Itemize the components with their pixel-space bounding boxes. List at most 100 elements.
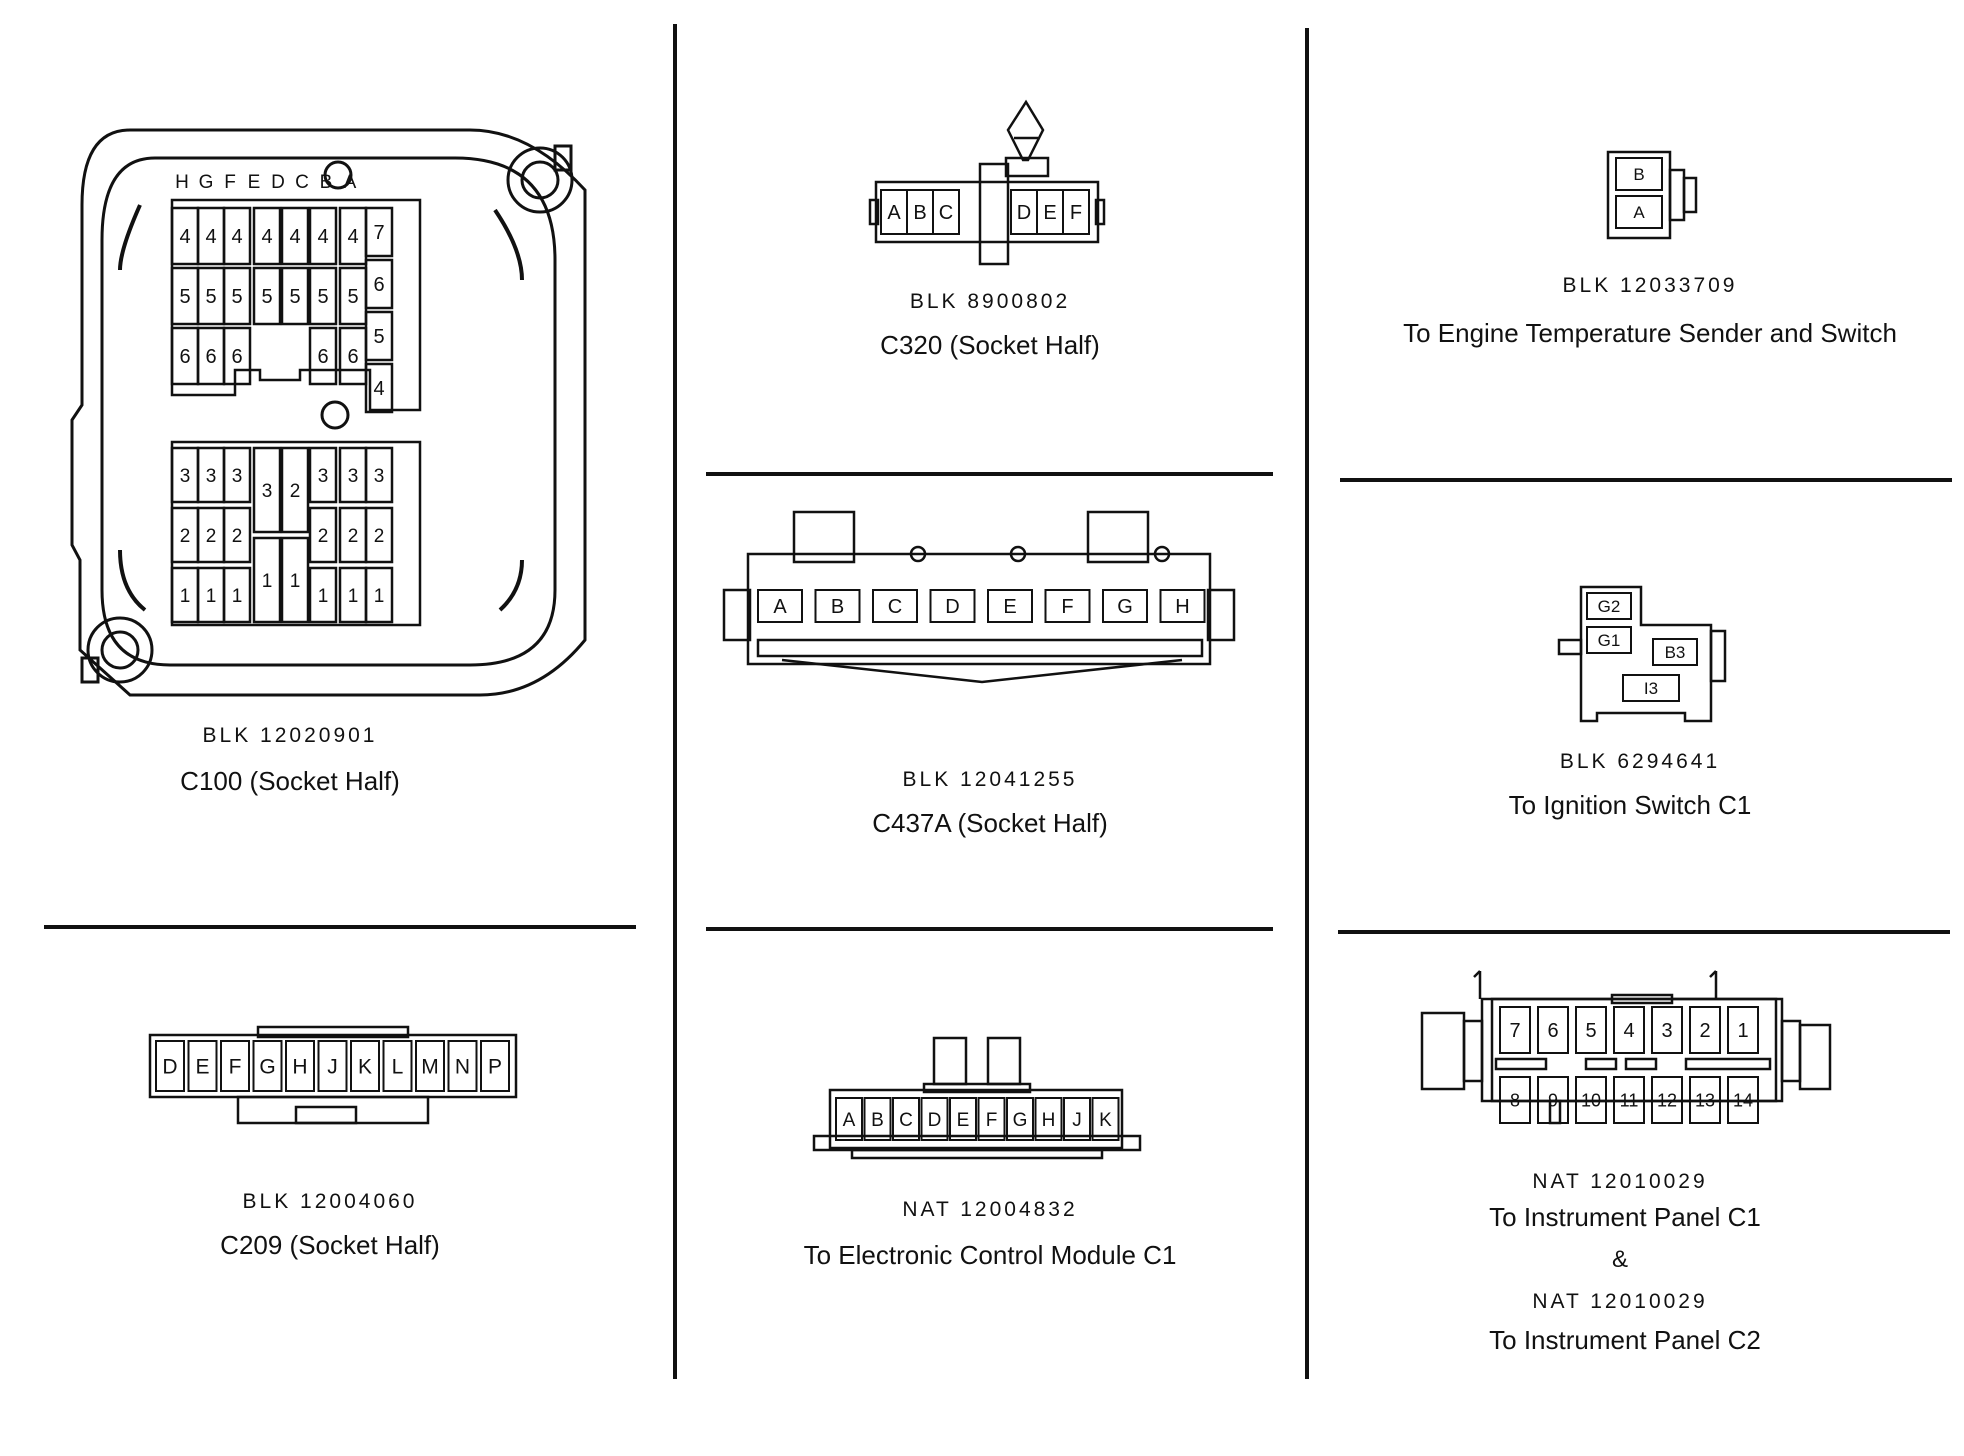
ign-pin-b3-label: B3 — [1665, 643, 1686, 662]
ecm-pin-j-label: J — [1072, 1110, 1082, 1131]
ipc-pin-14-cavity — [1727, 1076, 1759, 1124]
ecm-pin-e-cavity — [949, 1097, 977, 1141]
c100-bot-col3-2-label: 2 — [232, 526, 243, 547]
ecm-pin-e-label: E — [957, 1110, 970, 1131]
c100-bot-col7-1-label: 3 — [348, 466, 359, 487]
c320-pin-c-label: C — [939, 202, 953, 224]
c209-pin-n-cavity — [447, 1040, 478, 1092]
c209-pin-e-label: E — [195, 1056, 209, 1079]
c100-edge-letter-e: E — [248, 172, 261, 193]
c100-top-col8-4-label: 4 — [373, 378, 384, 400]
c100-bot-col1-1-label: 3 — [180, 466, 191, 487]
c100-edge-letter-f: F — [224, 172, 236, 193]
c100-top-col6-1-cavity — [308, 206, 338, 266]
c100-bot-col5-1-label: 2 — [290, 481, 301, 502]
ign-title: To Ignition Switch C1 — [1508, 790, 1752, 820]
c100-top-col5-2-label: 5 — [289, 286, 300, 308]
ign-pin-i3-cavity — [1622, 674, 1680, 702]
c100-bot-col4-1-cavity — [252, 446, 282, 534]
ecm-part-number: NAT 12004832 — [902, 1198, 1078, 1221]
c437a-pin-c-label: C — [888, 596, 902, 618]
c209-part-number: BLK 12004060 — [242, 1190, 418, 1213]
c437a-pin-b-cavity — [814, 589, 861, 623]
ipc-pin-11-cavity — [1613, 1076, 1645, 1124]
c209-pin-l-cavity — [382, 1040, 413, 1092]
ipc-pin-10-cavity — [1575, 1076, 1607, 1124]
c100-bot-col6-3-cavity — [308, 566, 338, 624]
ecm-pin-h-label: H — [1042, 1110, 1056, 1131]
c209-pin-e-cavity — [187, 1040, 218, 1092]
ipc-pin-1-label: 1 — [1737, 1020, 1748, 1042]
ipc-pin-4-label: 4 — [1623, 1020, 1634, 1042]
c100-edge-letter-g: G — [199, 172, 214, 193]
c100-top-col8-1-label: 7 — [373, 222, 384, 244]
ipc-ampersand: & — [1611, 1246, 1628, 1273]
ecm-pin-b-cavity — [863, 1097, 892, 1141]
c100-bot-col3-3-label: 1 — [232, 586, 243, 607]
c437a-title: C437A (Socket Half) — [872, 808, 1108, 838]
c437a-part-number: BLK 12041255 — [902, 768, 1078, 791]
c100-bot-col4-1-label: 3 — [262, 481, 273, 502]
temp-title: To Engine Temperature Sender and Switch — [1403, 318, 1897, 348]
c100-bot-col3-3-cavity — [222, 566, 252, 624]
c320-title: C320 (Socket Half) — [880, 330, 1100, 360]
c320-pin-c-cavity — [932, 189, 960, 235]
c100-bot-col8-2-label: 2 — [374, 526, 385, 547]
ipc-part-number-1: NAT 12010029 — [1532, 1170, 1708, 1193]
c437a-pin-a-cavity — [757, 589, 803, 623]
c437a-pin-e-label: E — [1003, 596, 1016, 618]
c437a-pin-f-label: F — [1061, 596, 1073, 618]
c209-pin-n-label: N — [455, 1056, 470, 1079]
ecm-pin-h-cavity — [1034, 1097, 1063, 1141]
ipc-pin-1-cavity — [1727, 1006, 1759, 1054]
c100-top-col4-2-label: 5 — [261, 286, 272, 308]
c100-top-col6-1-label: 4 — [317, 226, 328, 248]
ecm-pin-f-cavity — [977, 1097, 1006, 1141]
c100-top-col6-3-label: 6 — [317, 346, 328, 368]
c100-top-col7-2-label: 5 — [347, 286, 358, 308]
c100-bot-col8-1-cavity — [364, 446, 394, 504]
ipc-pin-12-cavity — [1651, 1076, 1683, 1124]
temp-pin-b-cavity — [1615, 157, 1663, 191]
ign-pin-i3-label: I3 — [1644, 679, 1658, 698]
c100-top-col8-3-cavity — [364, 310, 394, 362]
c100-bot-col3-1-cavity — [222, 446, 252, 504]
c320-pin-b-label: B — [913, 202, 926, 224]
divider-right-horizontal-upper — [1340, 478, 1952, 482]
c100-top-col6-2-label: 5 — [317, 286, 328, 308]
ipc-part-number-2: NAT 12010029 — [1532, 1290, 1708, 1313]
connector-temp-sender-diagram: BA — [1606, 150, 1698, 240]
c437a-pin-e-cavity — [987, 589, 1033, 623]
ipc-pin-10-label: 10 — [1581, 1090, 1601, 1110]
divider-vertical-right — [1305, 28, 1309, 1379]
c100-bot-col7-2-label: 2 — [348, 526, 359, 547]
c320-pin-f-cavity — [1062, 189, 1090, 235]
c209-pin-l-label: L — [392, 1056, 404, 1079]
ign-pin-b3-cavity — [1652, 638, 1698, 666]
c100-top-col8-4-cavity — [364, 362, 394, 414]
ipc-pin-2-label: 2 — [1699, 1020, 1710, 1042]
c209-pin-p-cavity — [480, 1040, 510, 1092]
ecm-pin-j-cavity — [1063, 1097, 1091, 1141]
c100-top-col8-2-cavity — [364, 258, 394, 310]
c100-bot-col3-1-label: 3 — [232, 466, 243, 487]
c209-pin-d-label: D — [162, 1056, 177, 1079]
c100-title: C100 (Socket Half) — [180, 766, 400, 796]
c437a-pin-g-cavity — [1102, 589, 1148, 623]
c209-pin-h-cavity — [285, 1040, 315, 1092]
c100-bot-col6-2-label: 2 — [318, 526, 329, 547]
ipc-pin-13-cavity — [1689, 1076, 1721, 1124]
c100-edge-letter-c: C — [295, 172, 309, 193]
c209-pin-p-label: P — [488, 1056, 502, 1079]
ipc-pin-7-cavity — [1499, 1006, 1531, 1054]
c100-bot-col4-2-label: 1 — [262, 571, 273, 592]
ipc-pin-14-label: 14 — [1733, 1090, 1753, 1110]
c100-top-col8-3-label: 5 — [373, 326, 384, 348]
divider-middle-horizontal-lower — [706, 927, 1273, 931]
ecm-title: To Electronic Control Module C1 — [803, 1240, 1177, 1270]
ipc-pin-11-label: 11 — [1620, 1090, 1639, 1110]
c100-top-col2-2-label: 5 — [205, 286, 216, 308]
